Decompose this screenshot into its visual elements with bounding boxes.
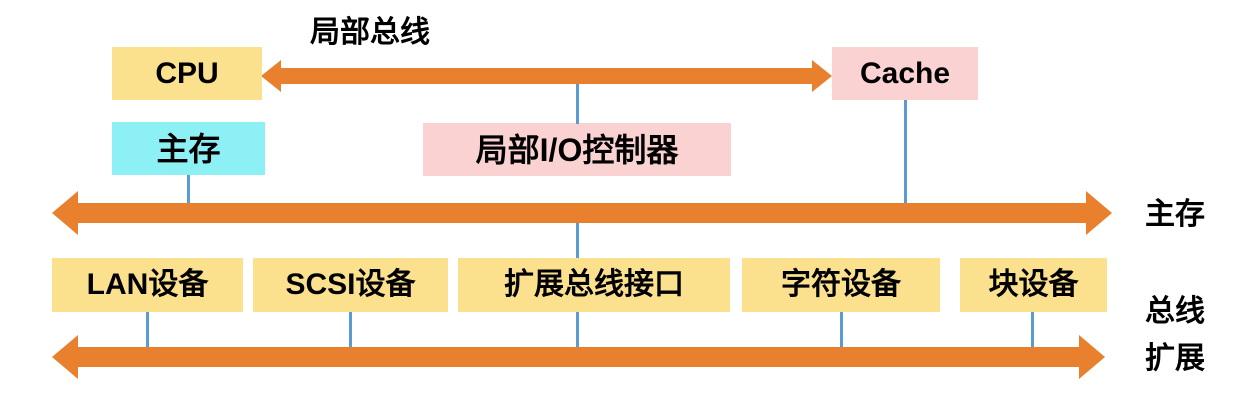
memory-bus-shaft [78, 203, 1086, 223]
connector-expansion-interface-to-expansion-bus [576, 312, 579, 350]
memory-bus-label-line1: 主存 [1145, 197, 1205, 231]
cpu-box[interactable]: CPU [112, 47, 262, 100]
connector-scsi-to-expansion-bus [349, 312, 352, 350]
expansion-bus-shaft [78, 347, 1079, 367]
memory-bus-arrowhead-left [52, 191, 78, 235]
expansion-bus-label-line1: 扩展 [1145, 341, 1205, 375]
device-box-block-device[interactable]: 块设备 [960, 258, 1107, 312]
memory-bus-label-line2: 总线 [1145, 294, 1205, 328]
device-box-scsi[interactable]: SCSI设备 [253, 258, 448, 312]
connector-lan-to-expansion-bus [146, 312, 149, 350]
cache-box[interactable]: Cache [832, 47, 978, 100]
connector-io-controller-to-local-bus [576, 84, 579, 124]
connector-main-memory-to-memory-bus [187, 175, 190, 208]
device-box-expansion-bus-interface[interactable]: 扩展总线接口 [458, 258, 730, 312]
expansion-bus-arrowhead-left [52, 335, 78, 379]
memory-bus-label: 主存 总线 [1145, 134, 1205, 393]
expansion-bus-arrowhead-right [1079, 335, 1105, 379]
connector-block-device-to-expansion-bus [1031, 312, 1034, 350]
device-box-character-device[interactable]: 字符设备 [742, 258, 940, 312]
local-bus-arrowhead-right [812, 60, 832, 92]
local-bus-label: 局部总线 [310, 16, 430, 49]
connector-memory-bus-to-expansion-interface [576, 223, 579, 259]
local-bus-arrowhead-left [261, 60, 281, 92]
connector-character-device-to-expansion-bus [840, 312, 843, 350]
device-box-lan[interactable]: LAN设备 [52, 258, 243, 312]
local-bus-shaft [281, 68, 812, 84]
local-io-controller-box[interactable]: 局部I/O控制器 [423, 123, 731, 176]
main-memory-box[interactable]: 主存 [112, 122, 265, 175]
connector-cache-to-memory-bus [904, 100, 907, 208]
memory-bus-arrowhead-right [1086, 191, 1112, 235]
expansion-bus-label: 扩展 总线 [1145, 278, 1205, 415]
